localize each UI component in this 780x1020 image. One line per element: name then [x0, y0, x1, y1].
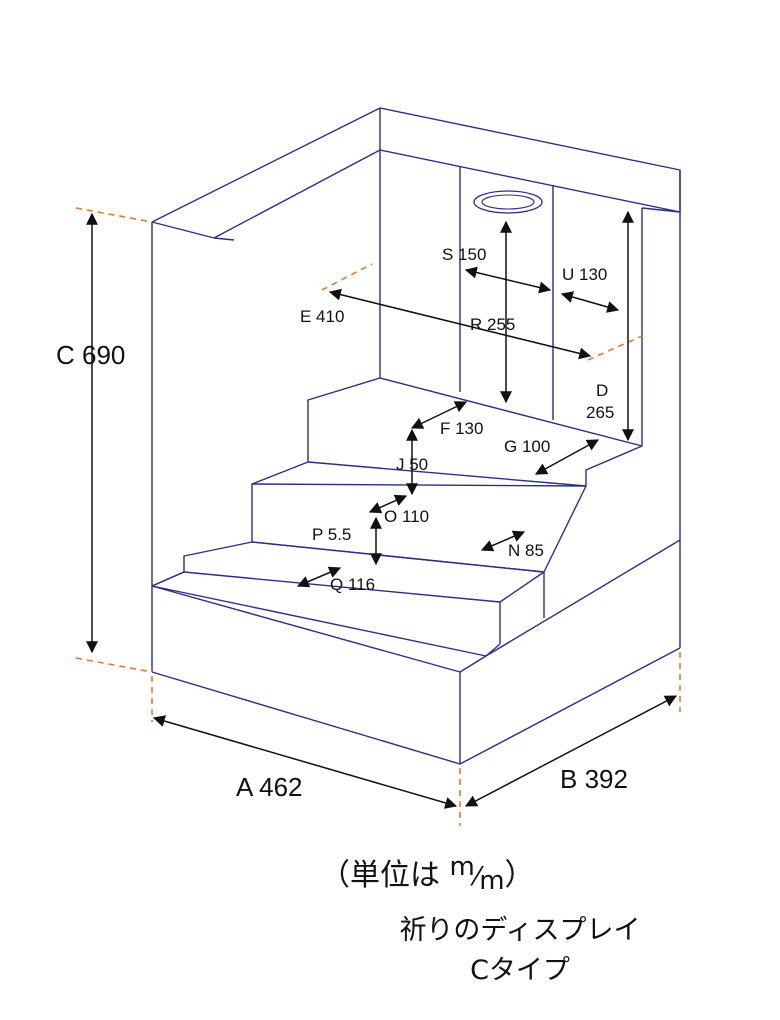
label-n: N 85: [508, 541, 544, 560]
top-step: [379, 377, 643, 486]
unit-m-top: m: [449, 852, 475, 882]
left-inner-top: [213, 149, 381, 239]
label-e: E 410: [300, 307, 344, 326]
dim-u-arrow: [560, 291, 620, 313]
unit-close: ）: [504, 858, 535, 893]
lower-step-front: [151, 585, 487, 657]
lower-step-right: [499, 571, 545, 603]
label-c: C 690: [56, 340, 125, 370]
unit-note: （単位は m⁄m）: [320, 850, 535, 896]
label-p: P 5.5: [312, 525, 351, 544]
lower-step-back: [251, 541, 545, 573]
dim-a-arrow: [152, 715, 458, 809]
ring-fixture: [473, 190, 543, 214]
dimension-labels: C 690 A 462 B 392 E 410 S 150 R 255 U 13…: [56, 245, 628, 802]
top-rim: [151, 107, 681, 223]
caption-title: 祈りのディスプレイ: [399, 915, 641, 946]
dim-e-arrow: [328, 288, 592, 360]
unit-slash: ⁄: [474, 862, 480, 892]
base-inner-front: [151, 571, 185, 587]
unit-m-bottom: m: [479, 866, 505, 896]
top-step-left: [307, 377, 587, 487]
label-a: A 462: [236, 772, 303, 802]
middle-step-front: [251, 483, 587, 487]
label-f: F 130: [440, 419, 483, 438]
label-d-letter: D: [596, 381, 608, 400]
dimension-arrows: [86, 210, 678, 809]
base-bottom: [151, 647, 681, 765]
label-d-value: 265: [586, 403, 614, 422]
label-o: O 110: [384, 507, 429, 526]
caption-type: Cタイプ: [470, 955, 570, 986]
label-u: U 130: [562, 265, 607, 284]
base-right-top: [485, 539, 681, 657]
dim-q-arrow: [296, 566, 342, 588]
dim-s-arrow: [464, 266, 552, 294]
dim-b-arrow: [464, 695, 678, 807]
label-r: R 255: [470, 315, 515, 334]
label-q: Q 116: [330, 575, 375, 594]
guide-lines: [75, 207, 681, 826]
unit-open: （単位は: [320, 858, 440, 893]
label-j: J 50: [396, 455, 428, 474]
dim-n-arrow: [480, 530, 526, 552]
label-g: G 100: [504, 437, 550, 456]
middle-step-right: [543, 485, 587, 573]
base-top: [151, 571, 487, 673]
dim-g-arrow: [534, 439, 600, 475]
label-s: S 150: [442, 245, 486, 264]
dim-f-arrow: [410, 401, 468, 429]
dim-o-arrow: [368, 494, 408, 514]
rim-left-lip: [151, 221, 215, 239]
label-b: B 392: [560, 764, 628, 794]
rim-left-lip-inner: [213, 237, 235, 241]
cabinet-outline: [151, 107, 681, 765]
